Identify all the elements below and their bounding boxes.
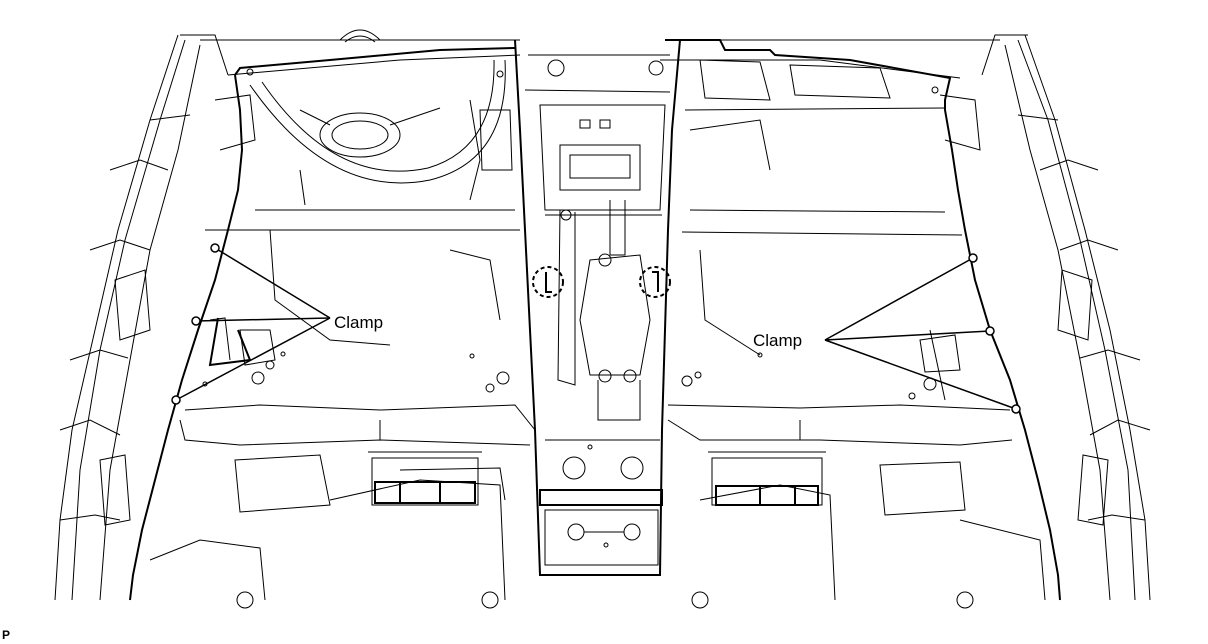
left-clamp-point-upper (210, 243, 220, 253)
right-clamp-points (968, 253, 1021, 414)
right-clamp-point-upper (968, 253, 978, 263)
center-console (514, 39, 681, 576)
figure-tag: P (2, 628, 10, 642)
right-clamp-label: Clamp (753, 331, 802, 350)
left-floor-vent (368, 451, 482, 506)
right-clamp-leaders (824, 257, 1017, 410)
hidden-clip-markers (532, 266, 671, 298)
left-clamp-label: Clamp (334, 313, 383, 332)
left-clip-marker (532, 266, 564, 298)
right-clamp-point-lower (1011, 404, 1021, 414)
right-clamp-point-middle (985, 326, 995, 336)
right-body-panel (981, 34, 1151, 601)
left-body-panel (54, 34, 229, 601)
left-clamp-point-middle (191, 316, 201, 326)
dashboard (200, 39, 1000, 171)
left-clamp-point-lower (171, 395, 181, 405)
steering-wheel (249, 29, 506, 184)
right-floor-carpet (665, 39, 1061, 609)
left-clamp-points (171, 243, 220, 405)
right-clip-marker (639, 266, 671, 298)
right-floor-vent (708, 451, 826, 506)
